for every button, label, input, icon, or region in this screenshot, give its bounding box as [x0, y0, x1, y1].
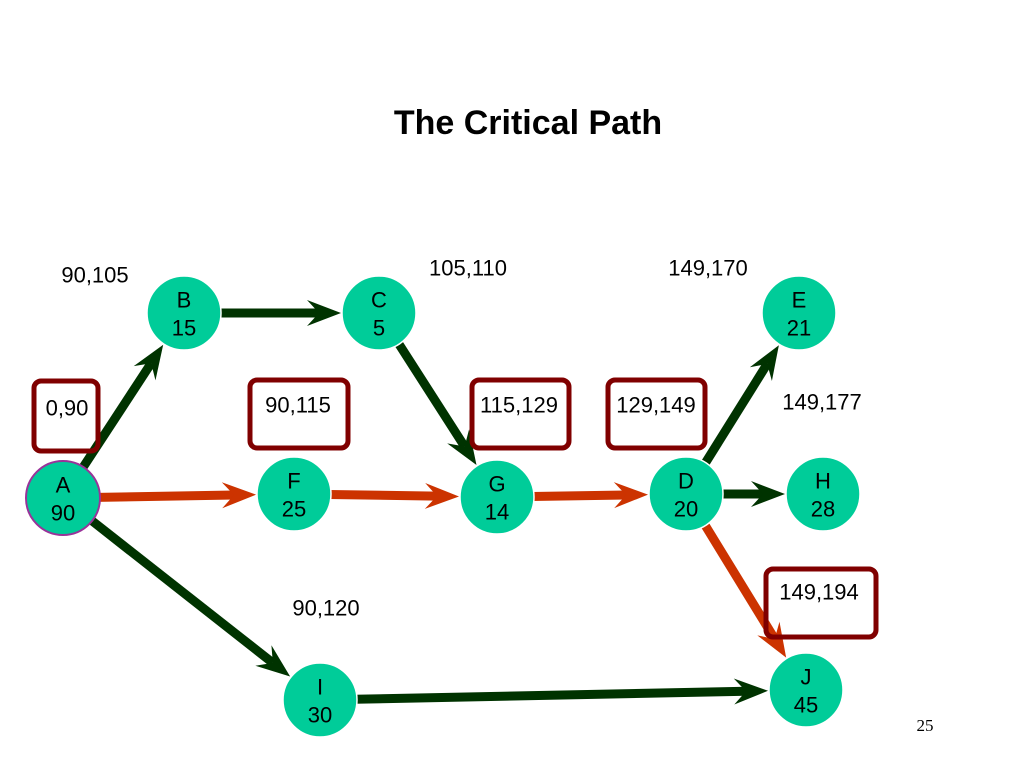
- arrowhead-icon: [221, 482, 257, 509]
- node-j: J 45: [768, 652, 844, 728]
- node-circle: [768, 652, 844, 728]
- time-label-e: 149,170: [668, 256, 748, 281]
- node-label: F: [287, 469, 300, 494]
- edge-line: [87, 516, 276, 667]
- node-duration: 5: [373, 316, 385, 341]
- edge-g-d: [531, 482, 649, 509]
- time-label-b: 90,105: [61, 263, 128, 288]
- node-circle: [25, 460, 101, 536]
- node-duration: 14: [485, 500, 509, 525]
- time-label-c: 105,110: [429, 256, 507, 281]
- edge-line: [328, 490, 438, 501]
- edge-line: [394, 340, 469, 449]
- node-circle: [282, 662, 358, 738]
- node-label: B: [177, 288, 192, 313]
- node-circle: [785, 456, 861, 532]
- time-labels-layer: 0,90 90,105 105,110 149,170 90,115 115,129 129…: [46, 256, 862, 621]
- time-box-d: [605, 377, 708, 451]
- node-label: C: [371, 288, 387, 313]
- arrowhead-icon: [751, 481, 785, 507]
- edge-line: [700, 361, 772, 467]
- node-circle: [761, 275, 837, 351]
- arrowhead-icon: [424, 482, 460, 509]
- node-label: J: [801, 665, 812, 690]
- node-duration: 90: [51, 501, 75, 526]
- edge-line: [97, 490, 235, 502]
- edge-a-i: [87, 516, 291, 677]
- arrowhead-icon: [757, 621, 787, 658]
- edge-a-f: [97, 482, 257, 509]
- node-f: F 25: [256, 456, 332, 532]
- arrowhead-icon: [733, 678, 769, 705]
- node-a: A 90: [25, 460, 101, 536]
- arrowhead-icon: [447, 429, 477, 466]
- edge-i-j: [354, 678, 769, 705]
- node-duration: 25: [282, 497, 306, 522]
- node-label: G: [488, 472, 505, 497]
- edge-line: [700, 521, 779, 642]
- node-label: E: [792, 288, 807, 313]
- time-label-h: 149,177: [782, 390, 862, 415]
- arrowhead-icon: [749, 345, 779, 381]
- node-b: B 15: [146, 275, 222, 351]
- node-label: D: [678, 469, 694, 494]
- node-duration: 28: [811, 497, 835, 522]
- time-box-j: [763, 566, 879, 640]
- time-label-i: 90,120: [292, 596, 359, 621]
- time-label-a: 0,90: [46, 396, 89, 421]
- node-duration: 20: [674, 497, 698, 522]
- edge-b-c: [219, 300, 341, 326]
- edge-c-g: [394, 340, 477, 466]
- edge-f-g: [328, 482, 460, 509]
- node-circle: [146, 275, 222, 351]
- time-label-d: 129,149: [616, 393, 696, 418]
- time-label-f: 90,115: [265, 393, 331, 418]
- arrowhead-icon: [307, 300, 341, 326]
- node-circle: [648, 456, 724, 532]
- edge-d-e: [700, 345, 779, 467]
- edge-d-h: [721, 481, 785, 507]
- node-label: H: [815, 469, 831, 494]
- time-box-f: [247, 377, 351, 451]
- node-label: A: [56, 473, 71, 498]
- node-duration: 30: [308, 703, 332, 728]
- time-box-a: [31, 378, 101, 454]
- page-number: 25: [916, 716, 934, 735]
- edge-d-j: [700, 521, 787, 658]
- node-circle: [256, 456, 332, 532]
- node-circle: [459, 459, 535, 535]
- node-c: C5: [341, 275, 417, 351]
- arrowhead-icon: [133, 344, 164, 381]
- time-boxes-layer: [31, 377, 879, 640]
- time-label-j: 149,194: [779, 580, 859, 605]
- node-label: I: [317, 675, 323, 700]
- node-e: E 21: [761, 275, 837, 351]
- edge-line: [354, 686, 747, 704]
- node-g: G 14: [459, 459, 535, 535]
- node-circle: [341, 275, 417, 351]
- node-d: D 20: [648, 456, 724, 532]
- time-box-g: [469, 377, 572, 451]
- slide-title: The Critical Path: [393, 104, 663, 142]
- time-label-g: 115,129: [480, 393, 558, 418]
- node-duration: 21: [787, 316, 811, 341]
- node-h: H 28: [785, 456, 861, 532]
- edges-layer: [78, 300, 787, 705]
- node-duration: 45: [794, 693, 818, 718]
- node-duration: 15: [172, 316, 196, 341]
- arrowhead-icon: [613, 482, 649, 509]
- node-i: I 30: [282, 662, 358, 738]
- edge-line: [531, 490, 627, 501]
- arrowhead-icon: [255, 645, 291, 677]
